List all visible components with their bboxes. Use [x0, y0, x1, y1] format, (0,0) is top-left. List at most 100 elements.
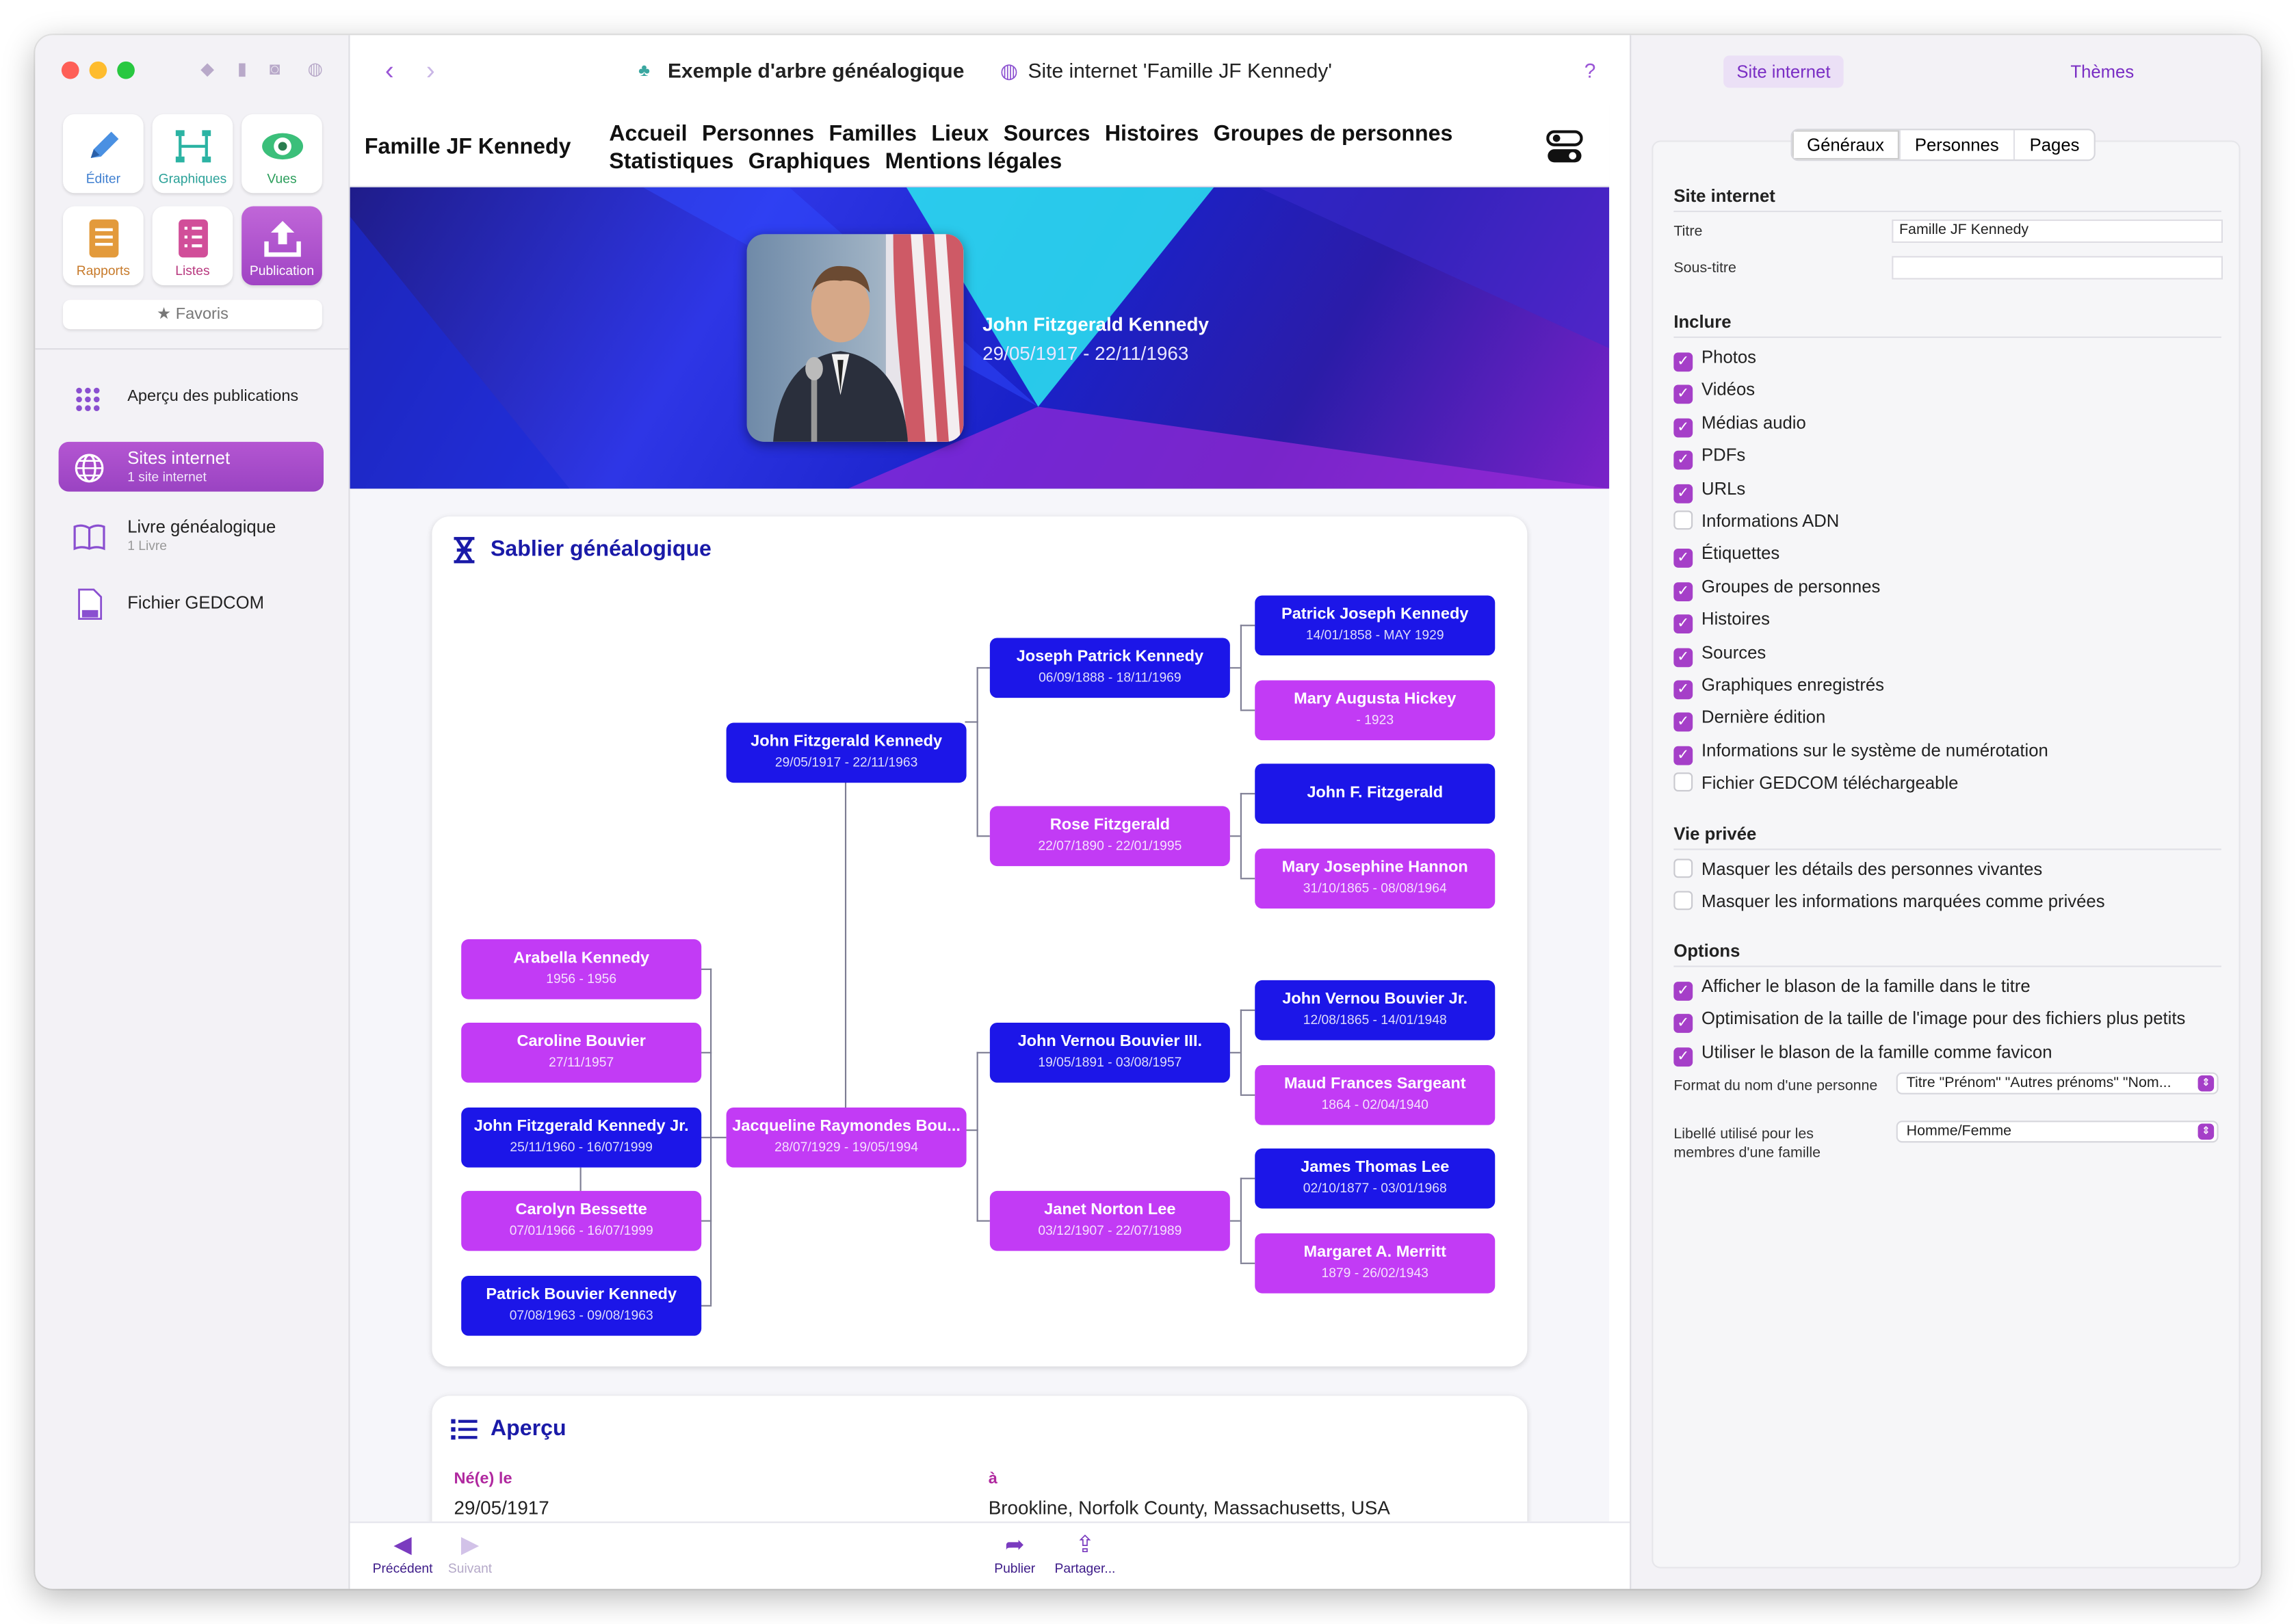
- menu-familles[interactable]: Familles: [829, 121, 917, 146]
- checkbox-row[interactable]: Fichier GEDCOM téléchargeable: [1673, 771, 1958, 794]
- checkbox-checked[interactable]: [1673, 352, 1693, 372]
- checkbox-row[interactable]: PDFs: [1673, 443, 1745, 470]
- sidebar-item-gedcom[interactable]: Fichier GEDCOM: [59, 578, 324, 628]
- checkbox-unchecked[interactable]: [1673, 859, 1693, 878]
- tool-listes[interactable]: Listes: [152, 206, 233, 286]
- menu-groupes[interactable]: Groupes de personnes: [1213, 121, 1453, 146]
- checkbox-row[interactable]: Masquer les détails des personnes vivant…: [1673, 857, 2042, 880]
- checkbox-row[interactable]: Médias audio: [1673, 411, 1806, 438]
- publish-button[interactable]: ➦Publier: [971, 1532, 1058, 1575]
- checkbox-row[interactable]: Groupes de personnes: [1673, 575, 1880, 601]
- minimize-window-button[interactable]: [89, 61, 107, 79]
- checkbox-row[interactable]: URLs: [1673, 476, 1745, 503]
- checkbox-checked[interactable]: [1673, 549, 1693, 568]
- tab-site-internet[interactable]: Site internet: [1723, 55, 1844, 88]
- segment-generaux[interactable]: Généraux: [1792, 130, 1901, 160]
- checkbox-row[interactable]: Informations sur le système de numérotat…: [1673, 739, 2048, 765]
- checkbox-row[interactable]: Utiliser le blason de la famille comme f…: [1673, 1040, 2052, 1066]
- checkbox-row[interactable]: Sources: [1673, 640, 1766, 667]
- checkbox-checked[interactable]: [1673, 418, 1693, 438]
- checkbox-row[interactable]: Masquer les informations marquées comme …: [1673, 890, 2105, 913]
- checkbox-row[interactable]: Photos: [1673, 345, 1756, 372]
- checkbox-checked[interactable]: [1673, 451, 1693, 470]
- checkbox-checked[interactable]: [1673, 746, 1693, 765]
- checkbox-checked[interactable]: [1673, 713, 1693, 733]
- close-window-button[interactable]: [61, 61, 79, 79]
- toggle-theme-icon[interactable]: [1546, 130, 1583, 165]
- checkbox-row[interactable]: Graphiques enregistrés: [1673, 673, 1884, 700]
- zoom-window-button[interactable]: [117, 61, 135, 79]
- forward-arrow-icon[interactable]: ›: [426, 55, 435, 86]
- checkbox-checked[interactable]: [1673, 982, 1693, 1001]
- sidebar-item-sites-internet[interactable]: Sites internet 1 site internet: [58, 441, 324, 492]
- checkbox-row[interactable]: Étiquettes: [1673, 542, 1779, 568]
- menu-lieux[interactable]: Lieux: [931, 121, 989, 146]
- person-box[interactable]: Mary Augusta Hickey- 1923: [1255, 680, 1496, 741]
- next-button[interactable]: ▶Suivant: [426, 1532, 514, 1575]
- menu-personnes[interactable]: Personnes: [701, 121, 815, 146]
- tab-themes[interactable]: Thèmes: [2070, 61, 2135, 82]
- name-format-select[interactable]: Titre "Prénom" "Autres prénoms" "Nom...⇕: [1896, 1072, 2219, 1095]
- segment-personnes[interactable]: Personnes: [1900, 130, 2015, 160]
- bookmark-icon[interactable]: ▮: [237, 58, 247, 79]
- sidebar-item-apercu[interactable]: Aperçu des publications: [59, 373, 324, 423]
- person-box[interactable]: John F. Fitzgerald: [1255, 763, 1496, 824]
- checkbox-row[interactable]: Vidéos: [1673, 378, 1755, 405]
- car-icon[interactable]: ◙: [269, 58, 281, 79]
- tool-vues[interactable]: Vues: [242, 114, 322, 194]
- checkbox-row[interactable]: Histoires: [1673, 607, 1770, 634]
- member-label-select[interactable]: Homme/Femme⇕: [1896, 1121, 2219, 1143]
- person-box[interactable]: John Vernou Bouvier Jr.12/08/1865 - 14/0…: [1255, 980, 1496, 1040]
- tool-rapports[interactable]: Rapports: [63, 206, 144, 286]
- checkbox-row[interactable]: Dernière édition: [1673, 706, 1825, 733]
- globe-icon[interactable]: ◍: [307, 58, 323, 79]
- tool-publication[interactable]: Publication: [242, 206, 322, 286]
- menu-graphiques[interactable]: Graphiques: [748, 149, 871, 174]
- subtitle-field[interactable]: [1892, 256, 2223, 280]
- checkbox-checked[interactable]: [1673, 484, 1693, 503]
- tool-graphiques[interactable]: Graphiques: [152, 114, 233, 194]
- title-field[interactable]: Famille JF Kennedy: [1892, 219, 2223, 244]
- checkbox-checked[interactable]: [1673, 385, 1693, 405]
- checkbox-unchecked[interactable]: [1673, 510, 1693, 530]
- checkbox-row[interactable]: Optimisation de la taille de l'image pou…: [1673, 1007, 2185, 1034]
- segment-pages[interactable]: Pages: [2029, 134, 2080, 155]
- help-button[interactable]: ?: [1584, 58, 1596, 82]
- person-box[interactable]: Jacqueline Raymondes Bou...28/07/1929 - …: [726, 1107, 967, 1168]
- favoris-button[interactable]: ★ Favoris: [63, 300, 322, 330]
- prev-button[interactable]: ◀Précédent: [358, 1532, 446, 1575]
- checkbox-unchecked[interactable]: [1673, 772, 1693, 792]
- menu-sources[interactable]: Sources: [1003, 121, 1091, 146]
- checkbox-checked[interactable]: [1673, 1014, 1693, 1034]
- checkbox-row[interactable]: Informations ADN: [1673, 509, 1839, 532]
- tool-editer[interactable]: Éditer: [63, 114, 144, 194]
- menu-histoires[interactable]: Histoires: [1104, 121, 1199, 146]
- menu-mentions[interactable]: Mentions légales: [885, 149, 1062, 174]
- checkbox-checked[interactable]: [1673, 647, 1693, 667]
- person-box[interactable]: John Vernou Bouvier III.19/05/1891 - 03/…: [989, 1022, 1230, 1083]
- checkbox-row[interactable]: Afficher le blason de la famille dans le…: [1673, 974, 2031, 1001]
- checkbox-checked[interactable]: [1673, 581, 1693, 601]
- checkbox-checked[interactable]: [1673, 614, 1693, 634]
- share-button[interactable]: ⇪Partager...: [1041, 1532, 1129, 1575]
- sidebar-item-livre[interactable]: Livre généalogique 1 Livre: [59, 510, 324, 560]
- back-arrow-icon[interactable]: ‹: [384, 55, 394, 86]
- menu-statistiques[interactable]: Statistiques: [609, 149, 734, 174]
- menu-accueil[interactable]: Accueil: [609, 121, 688, 146]
- checkbox-checked[interactable]: [1673, 1047, 1693, 1066]
- person-box[interactable]: John Fitzgerald Kennedy Jr.25/11/1960 - …: [461, 1107, 702, 1168]
- checkbox-unchecked[interactable]: [1673, 891, 1693, 911]
